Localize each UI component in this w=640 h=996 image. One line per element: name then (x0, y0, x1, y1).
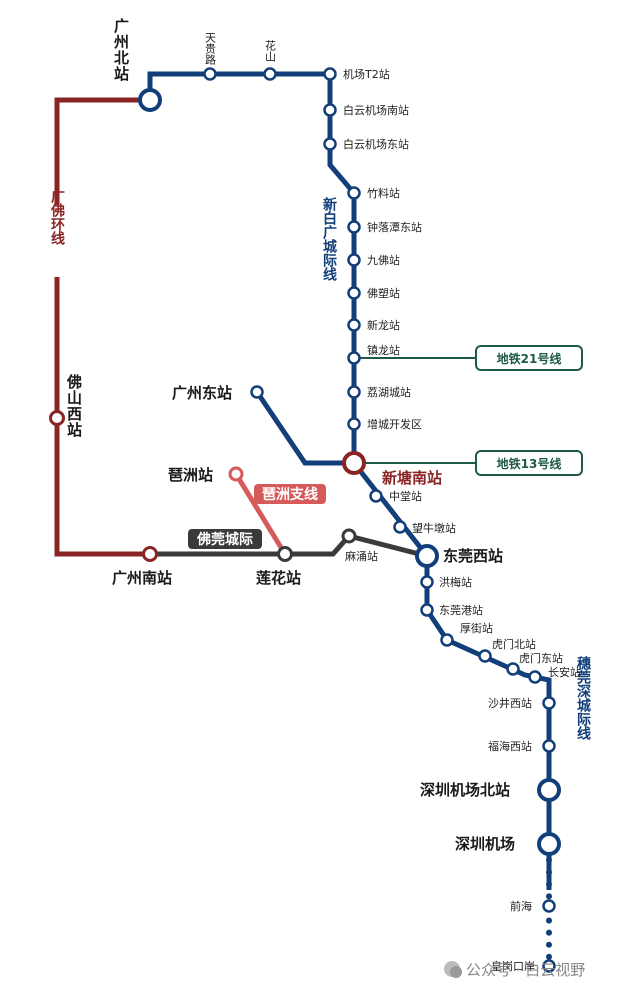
suiguan-line-name: 穗莞深城际线 (575, 655, 591, 741)
station-marker-lihu[interactable] (347, 385, 361, 399)
pizhou-line-name: 琶洲支线 (262, 486, 318, 503)
station-label-baiyun-east: 白云机场东站 (343, 137, 409, 151)
station-marker-machong[interactable] (341, 528, 357, 544)
station-label-foshan-west: 佛山西站 (65, 373, 83, 438)
guangzhou-east-branch (254, 390, 354, 466)
station-marker-zhuliao[interactable] (347, 186, 361, 200)
station-label-humen-north: 虎门北站 (492, 637, 536, 651)
station-marker-xinlong[interactable] (347, 318, 361, 332)
metro-13-label: 地铁13号线 (497, 456, 562, 471)
foguan-line (150, 533, 428, 559)
station-marker-sz-airport-north[interactable] (537, 778, 561, 802)
station-label-guangzhou-east: 广州东站 (172, 384, 232, 402)
station-label-huashan: 花山 (264, 40, 277, 62)
station-label-huanggang: 皇岗口岸 (491, 959, 535, 973)
xinbai-line-name: 新白广城际线 (321, 196, 337, 282)
station-label-humen-east: 虎门东站 (519, 651, 563, 665)
metro-21-badge: 地铁21号线 (475, 345, 583, 371)
station-label-xinlong: 新龙站 (367, 318, 400, 332)
pizhou-line (233, 472, 288, 556)
station-label-machong: 麻涌站 (345, 549, 378, 563)
station-label-hongmei: 洪梅站 (439, 575, 472, 589)
station-label-changan: 长安站 (548, 665, 581, 679)
station-label-jiufo: 九佛站 (367, 253, 400, 267)
station-marker-fuhai-west[interactable] (542, 739, 556, 753)
station-marker-tiangui[interactable] (203, 67, 217, 81)
station-marker-zhenlong[interactable] (347, 351, 361, 365)
metro-21-label: 地铁21号线 (497, 351, 562, 366)
station-marker-hongmei[interactable] (420, 575, 434, 589)
station-label-airport-t2: 机场T2站 (343, 67, 390, 81)
station-marker-xintang-south[interactable] (342, 451, 366, 475)
station-marker-wangniudun[interactable] (393, 520, 407, 534)
metro-13-badge: 地铁13号线 (475, 450, 583, 476)
station-label-lihu: 荔湖城站 (367, 385, 411, 399)
station-marker-lianhua[interactable] (277, 546, 293, 562)
station-label-tiangui: 天贵路 (204, 32, 217, 66)
station-marker-dongguan-west[interactable] (415, 544, 439, 568)
station-marker-humen-north[interactable] (478, 649, 492, 663)
station-label-zhongluotan: 钟落潭东站 (367, 220, 422, 234)
station-label-houjie: 厚街站 (460, 621, 493, 635)
guangfo-line-name: 广佛环线 (49, 188, 66, 246)
station-marker-foshan-west[interactable] (49, 410, 65, 426)
station-marker-dongguan-port[interactable] (420, 603, 434, 617)
station-marker-huashan[interactable] (263, 67, 277, 81)
stations-layer (49, 67, 561, 973)
foguan-line-name: 佛莞城际 (196, 531, 253, 548)
station-label-sz-airport: 深圳机场 (455, 835, 515, 853)
station-label-xintang-south: 新塘南站 (382, 469, 442, 487)
station-label-dongguan-west: 东莞西站 (443, 547, 503, 565)
station-marker-guangzhou-south[interactable] (142, 546, 158, 562)
station-marker-humen-east[interactable] (506, 662, 520, 676)
suiguan-line-label: 穗莞深城际线 (575, 655, 591, 741)
station-label-qianhai: 前海 (510, 899, 532, 913)
pizhou-line-label: 琶洲支线 (254, 484, 326, 504)
foguan-line-label: 佛莞城际 (188, 529, 262, 549)
station-label-baiyun-south: 白云机场南站 (343, 103, 409, 117)
station-label-zhongtang: 中堂站 (389, 489, 422, 503)
watermark: 公众号 · 白云视野 (444, 961, 585, 979)
watermark-text: 公众号 · 白云视野 (466, 961, 585, 979)
xinbai-line-label: 新白广城际线 (319, 196, 339, 325)
station-label-shajing-west: 沙井西站 (488, 696, 532, 710)
station-marker-guangzhou-east[interactable] (250, 385, 264, 399)
station-label-guangzhou-north: 广州北站 (112, 17, 130, 82)
station-marker-houjie[interactable] (440, 633, 454, 647)
station-marker-qianhai[interactable] (542, 899, 556, 913)
station-marker-pazhou[interactable] (228, 466, 244, 482)
station-label-lianhua: 莲花站 (256, 569, 301, 587)
guangfo-line-label: 广佛环线 (47, 188, 67, 277)
station-label-dongguan-port: 东莞港站 (439, 603, 483, 617)
station-label-zhenlong: 镇龙站 (367, 343, 400, 357)
station-label-wangniudun: 望牛墩站 (412, 521, 456, 535)
guangfo-line (54, 97, 150, 557)
station-marker-zhongtang[interactable] (369, 489, 383, 503)
station-marker-huanggang[interactable] (542, 959, 556, 973)
station-marker-jiufo[interactable] (347, 253, 361, 267)
station-label-sz-airport-north: 深圳机场北站 (420, 781, 510, 799)
station-marker-airport-t2[interactable] (323, 67, 337, 81)
station-label-fuhai-west: 福海西站 (488, 739, 532, 753)
station-label-zengcheng: 增城开发区 (367, 417, 422, 431)
station-label-pazhou: 琶洲站 (168, 466, 213, 484)
station-marker-fosu[interactable] (347, 286, 361, 300)
station-label-zhuliao: 竹料站 (367, 186, 400, 200)
station-marker-baiyun-east[interactable] (323, 137, 337, 151)
station-marker-baiyun-south[interactable] (323, 103, 337, 117)
station-marker-changan[interactable] (528, 670, 542, 684)
station-marker-zhongluotan[interactable] (347, 220, 361, 234)
station-marker-sz-airport[interactable] (537, 832, 561, 856)
station-label-guangzhou-south: 广州南站 (112, 569, 172, 587)
station-marker-guangzhou-north[interactable] (138, 88, 162, 112)
station-marker-zengcheng[interactable] (347, 417, 361, 431)
station-marker-shajing-west[interactable] (542, 696, 556, 710)
station-label-fosu: 佛塑站 (367, 286, 400, 300)
